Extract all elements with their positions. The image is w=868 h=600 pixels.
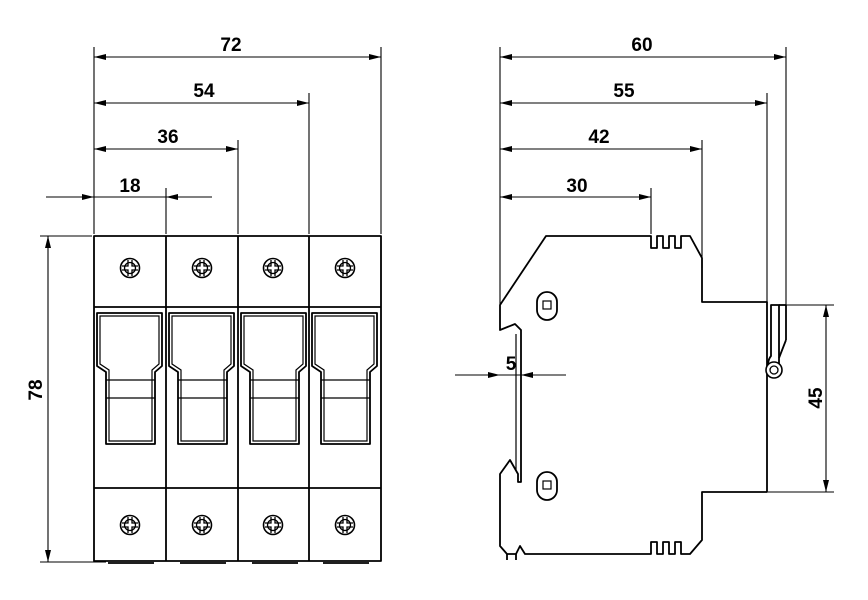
fuse-carrier	[240, 312, 307, 445]
fuse-carrier	[168, 312, 235, 445]
dim-rail-offset-5: 5	[455, 354, 566, 378]
dim-height-78: 78	[26, 236, 51, 562]
dim-label-30: 30	[566, 176, 587, 197]
fuse-carrier	[96, 312, 163, 445]
screw-icon	[191, 514, 213, 536]
dim-label-36: 36	[157, 127, 178, 148]
screw-icon	[334, 257, 356, 279]
screw-icon	[191, 257, 213, 279]
terminal-hole-icon	[536, 291, 558, 321]
terminal-holes	[536, 291, 558, 501]
screw-icon	[334, 514, 356, 536]
screw-icon	[262, 257, 284, 279]
side-extension-lines	[499, 47, 834, 493]
dim-label-54: 54	[193, 81, 215, 102]
dim-label-18: 18	[119, 176, 140, 197]
dim-rail-height-45: 45	[806, 305, 829, 492]
dim-label-55: 55	[613, 81, 635, 102]
dim-label-42: 42	[588, 127, 609, 148]
dim-label-72: 72	[220, 35, 241, 56]
side-profile	[499, 235, 768, 560]
dim-label-45: 45	[806, 387, 827, 409]
screw-icon	[262, 514, 284, 536]
dim-depth-55: 55	[500, 81, 767, 106]
dim-depth-42: 42	[500, 127, 702, 152]
dim-width-72: 72	[94, 35, 381, 60]
screw-icon	[119, 514, 141, 536]
fuse-carriers	[96, 312, 378, 445]
dim-label-5: 5	[506, 354, 517, 375]
terminal-hole-icon	[536, 471, 558, 501]
dim-label-60: 60	[631, 35, 652, 56]
screw-icon	[119, 257, 141, 279]
dim-width-54: 54	[94, 81, 309, 106]
side-view: 60 55 42 30 5 45	[455, 35, 834, 560]
front-view: 72 54 36 18 78	[26, 35, 382, 564]
rail-clip	[765, 304, 787, 379]
front-housing	[93, 235, 382, 564]
fuse-carrier	[311, 312, 378, 445]
dim-depth-30: 30	[500, 176, 651, 200]
front-extension-lines	[40, 47, 382, 563]
dim-label-78: 78	[26, 379, 47, 400]
dim-depth-60: 60	[500, 35, 786, 60]
dim-width-18: 18	[46, 176, 212, 200]
dim-width-36: 36	[94, 127, 238, 152]
